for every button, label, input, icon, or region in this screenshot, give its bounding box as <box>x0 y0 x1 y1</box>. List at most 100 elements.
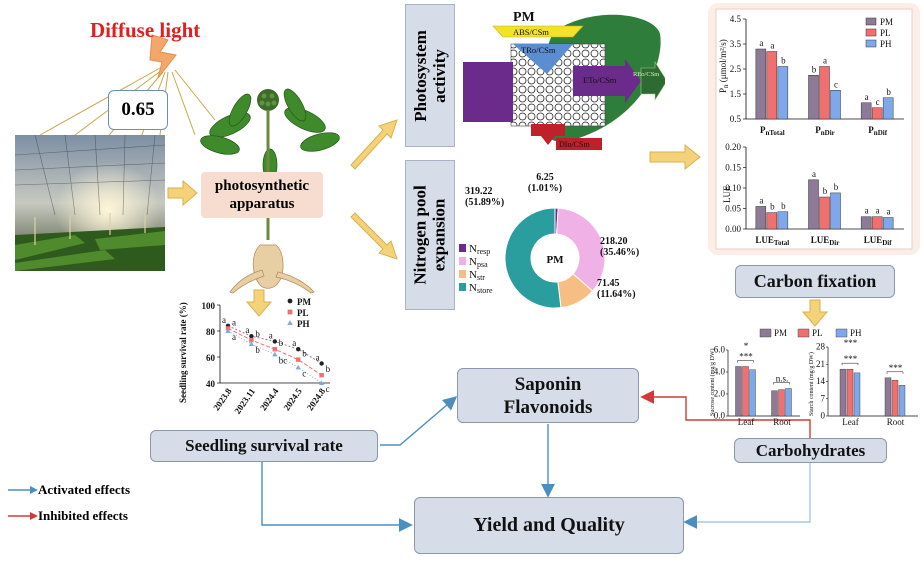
significance-letter: b <box>781 56 786 66</box>
survival-letter: b <box>255 345 260 355</box>
bar-pl <box>871 107 883 120</box>
pn-ylabel: Pn (μmol/m²/s) <box>718 39 730 93</box>
arrow-carbohydrates-saponin <box>640 390 811 438</box>
carb-significance: *** <box>889 363 903 373</box>
survival-line-ph <box>227 330 322 384</box>
carb-y-tick: 14 <box>816 376 826 386</box>
carb-bar-ph <box>749 369 756 417</box>
survival-y-tick: 40 <box>206 379 216 389</box>
abs-label: ABS/CSm <box>513 27 549 37</box>
inhibited-arrow-icon <box>8 512 38 520</box>
survival-x-tick: 2023.8 <box>211 386 234 412</box>
significance-letter: b <box>781 201 786 211</box>
arrow-apparatus-photosystem <box>350 119 398 170</box>
bar-ph <box>882 97 894 120</box>
survival-ylabel: Seedling survival rate (%) <box>178 302 188 403</box>
bar-pm <box>808 75 819 120</box>
carb-category-label: Root <box>773 417 791 427</box>
carb-significance: *** <box>739 352 753 362</box>
carb-y-tick: 2.0 <box>714 389 726 399</box>
carb-bar-pl <box>846 368 854 417</box>
significance-letter: a <box>876 206 880 216</box>
donut-value-1: 218.20 <box>600 236 628 247</box>
photosynthetic-apparatus-label: photosynthetic apparatus <box>201 172 323 218</box>
carb-y-tick: 0.0 <box>714 411 726 421</box>
donut-legend-label-0: Nresp <box>469 243 490 256</box>
bar-ph <box>777 66 789 120</box>
donut-legend-swatch-0 <box>459 244 466 252</box>
survival-point <box>272 339 278 344</box>
significance-letter: a <box>823 56 827 66</box>
arrow-apparatus-survival <box>245 289 273 317</box>
dio-label: DIo/CSm <box>559 140 590 149</box>
bar-pm <box>860 102 872 120</box>
pn-legend-swatch-pm <box>865 17 877 26</box>
survival-letter: a <box>292 338 296 348</box>
carb-bar-pl <box>778 389 785 417</box>
arrow-photosystem-carbon <box>649 143 701 171</box>
survival-line-pm <box>227 325 322 364</box>
survival-point <box>295 364 301 370</box>
survival-x-tick: 2024.4 <box>258 386 281 412</box>
carb-bar-pm <box>839 368 847 417</box>
carb-bar-ph <box>898 384 906 417</box>
carb-y-tick: 7 <box>821 393 826 403</box>
arrow-survival-saponin <box>380 396 458 446</box>
survival-letter: c <box>302 368 306 378</box>
abs-yellow-bar <box>492 25 584 38</box>
pn-legend-label-pl: PL <box>880 28 891 38</box>
bar-pl <box>871 216 883 230</box>
donut-slice-nstore <box>504 207 562 309</box>
survival-y-tick: 80 <box>206 327 216 337</box>
carb-category-label: Leaf <box>738 417 754 427</box>
carb-bar-pm <box>884 377 892 417</box>
bar-pl <box>819 66 830 120</box>
bar-ph <box>777 211 789 230</box>
y-tick-label: 2.5 <box>730 64 742 74</box>
survival-x-tick: 2024.8 <box>305 386 328 412</box>
carb-legend-label-ph: PH <box>850 328 862 338</box>
survival-point <box>272 347 278 352</box>
survival-point <box>249 337 254 343</box>
survival-letter: b <box>279 338 284 348</box>
yield-quality-box: Yield and Quality <box>414 497 684 554</box>
pn-legend-label-pm: PM <box>880 17 893 27</box>
bar-pl <box>766 212 778 230</box>
donut-value-0: 6.25 <box>536 172 554 183</box>
y-tick-label: 0.00 <box>725 224 741 234</box>
saponin-line1: Saponin <box>514 373 582 395</box>
carb-bar-ph <box>785 388 792 417</box>
diffuse-light-title: Diffuse light <box>90 18 201 42</box>
saponin-line2: Flavonoids <box>503 396 593 418</box>
carb-bar-pl <box>742 366 749 417</box>
legend-activated: Activated effects <box>8 482 130 498</box>
survival-letter: c <box>326 384 330 394</box>
significance-letter: b <box>886 87 891 97</box>
carb-ylabel: Starch content (mg/g DW) <box>808 352 815 416</box>
carb-bar-pl <box>891 380 899 417</box>
bar-ph <box>830 192 841 230</box>
donut-slices <box>504 207 606 309</box>
donut-legend-swatch-1 <box>459 257 466 265</box>
y-tick-label: 0.15 <box>725 163 741 173</box>
survival-point <box>319 380 325 385</box>
survival-x-tick: 2024.5 <box>281 386 304 412</box>
donut-legend-label-1: Npsa <box>469 256 488 269</box>
carb-legend-swatch-pm <box>759 328 772 338</box>
survival-point <box>296 347 301 352</box>
saponin-flavonoids-box: Saponin Flavonoids <box>457 368 639 423</box>
survival-x-tick: 2023.11 <box>232 386 257 416</box>
abs-purple-block <box>463 62 513 122</box>
significance-letter: a <box>887 207 891 217</box>
donut-percent-0: (1.01%) <box>528 183 562 194</box>
survival-point <box>248 341 255 346</box>
significance-letter: c <box>876 97 880 107</box>
carb-legend-label-pl: PL <box>812 328 823 338</box>
carb-bar-pm <box>771 390 778 417</box>
carb-y-tick: 4.0 <box>714 367 726 377</box>
carb-significance: * <box>744 341 749 351</box>
